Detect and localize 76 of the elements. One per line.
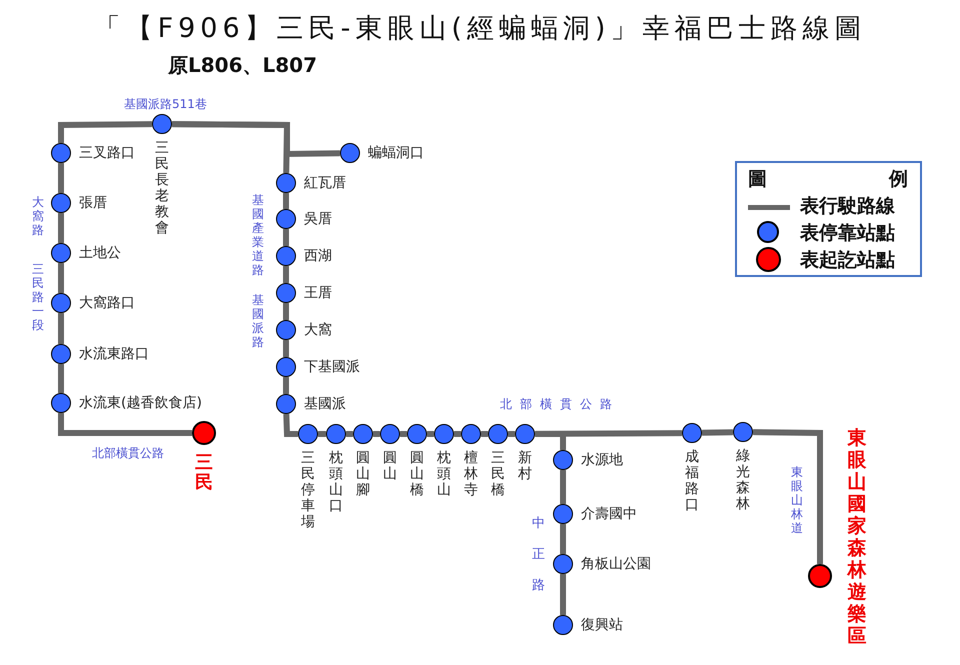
legend-text: 表停靠站點 [800, 221, 895, 245]
stop-name: 枕頭山口 [328, 450, 344, 514]
road-name: 東眼山林道 [790, 465, 804, 535]
stop-name: 三民橋 [490, 450, 506, 498]
route-line [58, 263, 64, 293]
legend-text: 表起訖站點 [800, 248, 895, 272]
stop-name: 紅瓦厝 [304, 174, 346, 192]
stop-name: 檀林寺 [463, 450, 479, 498]
route-line [283, 340, 289, 357]
stop-name: 成福路口 [684, 449, 700, 513]
road-name: 基國派路 [251, 293, 265, 349]
route-line [534, 430, 682, 437]
route-line [427, 431, 434, 437]
route-line [283, 414, 298, 437]
title: 「【F906】三民-東眼山(經蝙蝠洞)」幸福巴士路線圖 [92, 12, 868, 46]
stop-name: 大窩路口 [79, 294, 135, 312]
stop-name: 吳厝 [304, 210, 332, 228]
stop-name: 基國派 [304, 396, 346, 412]
road-name: 中正路 [531, 515, 546, 595]
stop-name: 王厝 [304, 284, 332, 302]
stop-name: 新村 [517, 450, 533, 482]
route-line [58, 163, 64, 193]
route-line [283, 303, 289, 320]
stop-name: 圓山橋 [409, 450, 425, 498]
route-line [58, 121, 152, 143]
stop-name: 土地公 [79, 244, 121, 262]
road-name: 基國產業道路 [251, 193, 265, 277]
route-line [373, 431, 380, 437]
route-line [283, 229, 289, 246]
stop-name: 大窩 [304, 322, 332, 338]
stop-name: 水流東路口 [79, 346, 149, 362]
road-name: 北部橫貫公路 [500, 397, 620, 411]
stop-name: 角板山公園 [581, 556, 651, 572]
route-line [560, 574, 566, 615]
route-line [283, 266, 289, 283]
stop-name: 復興站 [581, 616, 623, 634]
stop-name: 介壽國中 [581, 506, 637, 522]
road-name: 北部橫貫公路 [92, 446, 164, 460]
stop-name: 三叉路口 [79, 144, 135, 162]
route-line [346, 431, 353, 437]
stop-name: 三民長老教會 [154, 140, 170, 236]
route-line [481, 431, 488, 437]
terminal-name: 三民 [194, 453, 214, 493]
road-name: 大窩路 [31, 195, 45, 237]
route-line [58, 213, 64, 243]
stop-name: 三民停車場 [300, 450, 316, 530]
route-line [560, 524, 566, 554]
stop-name: 張厝 [79, 194, 107, 212]
route-line [318, 431, 326, 437]
stop-name: 圓山 [382, 450, 398, 482]
route-line [172, 121, 290, 174]
route-line [702, 429, 734, 436]
stop-name: 下基國派 [304, 358, 360, 376]
route-line [58, 313, 64, 344]
route-line [560, 470, 566, 504]
route-line [454, 431, 461, 437]
stop-name: 枕頭山 [436, 450, 452, 498]
route-line [400, 431, 407, 437]
stop-name: 西湖 [304, 248, 332, 264]
stop-name: 綠光森林 [735, 448, 751, 512]
route-line [58, 364, 64, 393]
terminal-name: 東眼山國家森林遊樂區 [846, 427, 868, 647]
stop-name: 水源地 [581, 452, 623, 468]
route-line [283, 377, 289, 394]
stop-name: 圓山腳 [355, 450, 371, 498]
route-line [283, 193, 289, 209]
stop-name: 蝙蝠洞口 [368, 144, 424, 162]
route-line [752, 429, 823, 564]
subtitle: 原L806、L807 [168, 52, 317, 78]
legend-title: 圖例 [748, 168, 908, 190]
route-line [508, 431, 515, 437]
legend-text: 表行駛路線 [800, 194, 895, 218]
route-line [58, 413, 192, 436]
stop-name: 水流東(越香飲食店) [79, 394, 202, 412]
road-name: 基國派路511巷 [124, 97, 207, 111]
road-name: 三民路一段 [31, 262, 45, 332]
